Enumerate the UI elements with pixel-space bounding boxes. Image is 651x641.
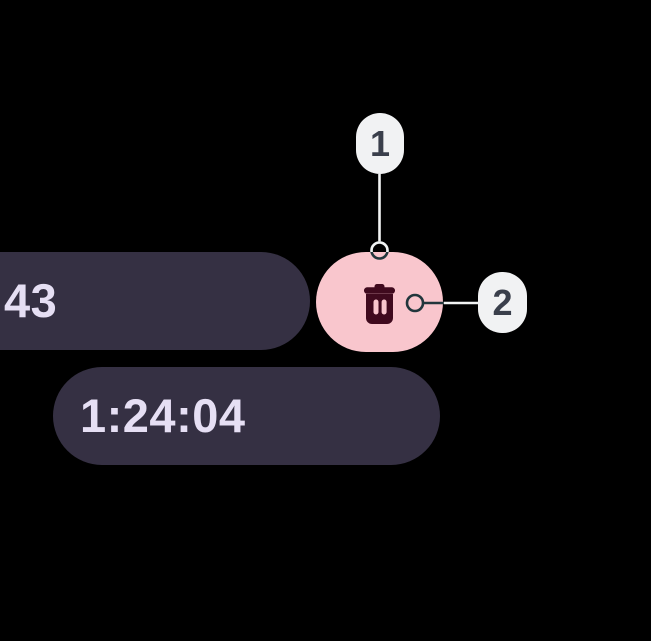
- callout-2-badge: 2: [478, 272, 527, 333]
- callout-2-label: 2: [492, 281, 513, 323]
- callout-1-badge: 1: [356, 113, 404, 174]
- trash-icon: [364, 283, 395, 324]
- delete-button[interactable]: [316, 252, 443, 352]
- timer-chip-partial: 43: [0, 252, 310, 350]
- callout-1-label: 1: [369, 122, 391, 164]
- timer-chip-label: 1:24:04: [80, 388, 246, 442]
- timer-chip: 1:24:04: [53, 367, 440, 465]
- timer-chip-partial-label: 43: [4, 273, 58, 327]
